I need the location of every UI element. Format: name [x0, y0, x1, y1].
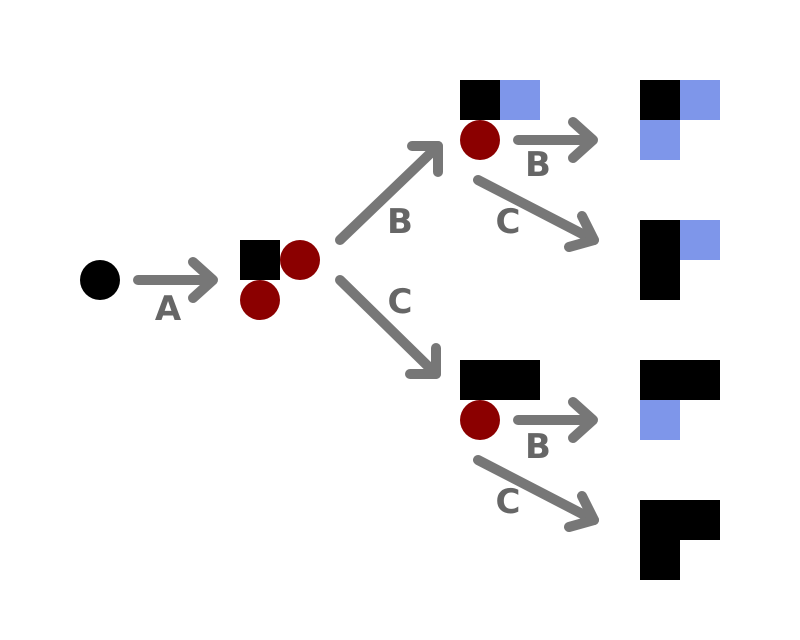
label-ac-c: C: [496, 482, 521, 522]
black-square: [680, 500, 720, 540]
blue-square: [680, 80, 720, 120]
open-dot-below: [240, 280, 280, 320]
leaf-abb: [640, 80, 720, 160]
start-dot: [80, 260, 120, 300]
black-square: [460, 360, 500, 400]
arrow-ac-b: [513, 397, 598, 443]
leaf-acb: [640, 360, 720, 440]
edge-c-lower: C: [335, 275, 441, 379]
label-c-lower: C: [388, 282, 413, 322]
open-dot: [460, 120, 500, 160]
edge-ab-b: B: [513, 117, 598, 185]
edge-ab-c: C: [473, 175, 599, 252]
edge-a: A: [133, 257, 218, 329]
node-ab: [460, 80, 540, 160]
arrow-ab-b: [513, 117, 598, 163]
black-square: [680, 360, 720, 400]
arrow-ac-c: [473, 455, 599, 532]
node-ac: [460, 360, 540, 440]
edge-b-upper: B: [335, 141, 443, 245]
leaf-abc: [640, 220, 720, 300]
blue-square: [680, 220, 720, 260]
arrow-a: [133, 257, 218, 303]
label-b-upper: B: [387, 202, 413, 242]
black-square: [640, 80, 680, 120]
edge-ac-b: B: [513, 397, 598, 467]
label-ab-c: C: [496, 202, 521, 242]
blue-square: [640, 120, 680, 160]
black-square: [640, 360, 680, 400]
blue-square: [500, 80, 540, 120]
node-a: [240, 240, 320, 320]
black-square: [640, 220, 680, 260]
label-ab-b: B: [525, 145, 551, 185]
blue-square: [640, 400, 680, 440]
black-square: [640, 540, 680, 580]
black-square: [640, 500, 680, 540]
arrow-b-upper: [335, 141, 443, 245]
black-square: [240, 240, 280, 280]
black-square: [500, 360, 540, 400]
black-square: [460, 80, 500, 120]
leaf-acc: [640, 500, 720, 580]
open-dot: [460, 400, 500, 440]
open-dot-right: [280, 240, 320, 280]
node-start: [80, 260, 120, 300]
label-a: A: [155, 289, 182, 329]
edge-ac-c: C: [473, 455, 599, 532]
label-ac-b: B: [525, 427, 551, 467]
black-square: [640, 260, 680, 300]
arrow-ab-c: [473, 175, 599, 252]
arrow-c-lower: [335, 275, 441, 379]
